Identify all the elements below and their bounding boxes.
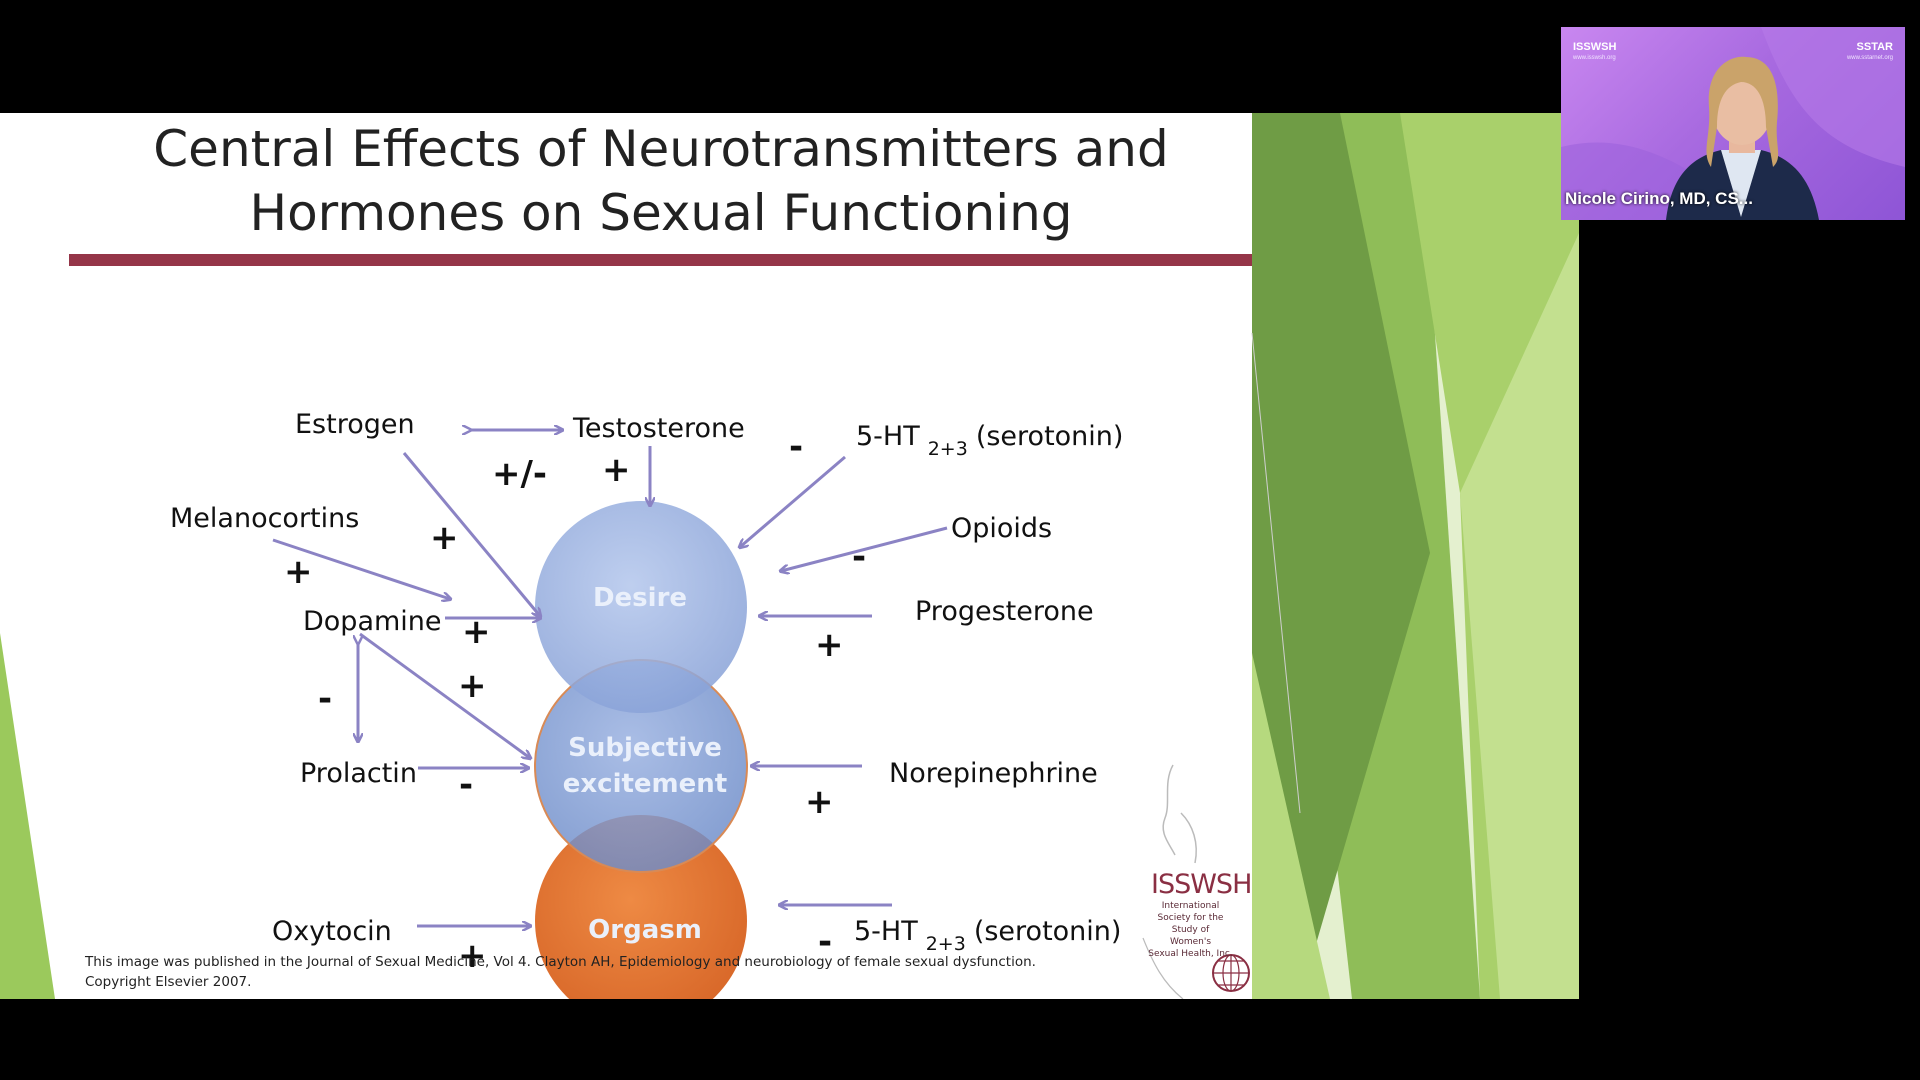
sign-prolactin: - bbox=[459, 765, 473, 805]
participant-name: Nicole Cirino, MD, CS... bbox=[1565, 189, 1753, 208]
presentation-slide: Central Effects of Neurotransmitters and… bbox=[0, 113, 1579, 999]
sign-dopamine-desire: + bbox=[462, 612, 491, 652]
arrow-opioids-desire bbox=[781, 526, 948, 571]
excitement-label-line2: excitement bbox=[563, 769, 727, 799]
sign-serotonin-bottom: - bbox=[818, 922, 832, 962]
green-decoration bbox=[0, 113, 1579, 999]
label-norepinephrine: Norepinephrine bbox=[889, 758, 1098, 789]
label-estrogen: Estrogen bbox=[295, 409, 415, 440]
label-dopamine: Dopamine bbox=[303, 606, 442, 637]
label-melanocortins: Melanocortins bbox=[170, 503, 359, 534]
label-progesterone: Progesterone bbox=[915, 596, 1094, 627]
participant-video bbox=[1561, 27, 1905, 220]
label-testosterone: Testosterone bbox=[572, 413, 745, 444]
logo-subtitle-line: Sexual Health, Inc. bbox=[1148, 949, 1233, 959]
title-line-1: Central Effects of Neurotransmitters and bbox=[153, 120, 1169, 178]
orgasm-label: Orgasm bbox=[588, 915, 702, 945]
participant-video-tile[interactable]: ISSWSH www.isswsh.org SSTAR www.sstarnet… bbox=[1561, 27, 1905, 220]
arrow-melanocortins-dopamine bbox=[272, 538, 450, 599]
sign-dopamine-prolactin: - bbox=[318, 679, 332, 719]
brand-right: SSTAR bbox=[1856, 41, 1893, 53]
logo-subtitle-line: International bbox=[1161, 901, 1220, 911]
sign-progesterone: + bbox=[815, 625, 844, 665]
sign-dopamine-excitement: + bbox=[458, 666, 487, 706]
sign-oxytocin: + bbox=[458, 936, 487, 976]
arrow-estrogen-desire bbox=[402, 452, 540, 616]
neurotransmitter-diagram: Desire Subjective excitement Orgasm Estr… bbox=[170, 409, 1123, 999]
logo-subtitle-line: Study of bbox=[1171, 925, 1210, 935]
sign-melanocortins: + bbox=[284, 552, 313, 592]
brand-right-url: www.sstarnet.org bbox=[1846, 55, 1893, 61]
label-opioids: Opioids bbox=[951, 513, 1052, 544]
sign-estrogen: + bbox=[430, 518, 459, 558]
citation-line-2: Copyright Elsevier 2007. bbox=[85, 974, 252, 990]
logo-name: ISSWSH bbox=[1151, 869, 1252, 900]
sign-norepinephrine: + bbox=[805, 782, 834, 822]
orgasm-node bbox=[535, 815, 747, 999]
logo-subtitle-line: Society for the bbox=[1157, 913, 1224, 923]
label-oxytocin: Oxytocin bbox=[272, 916, 392, 947]
desire-node bbox=[535, 501, 747, 713]
brand-left: ISSWSH bbox=[1573, 41, 1617, 53]
sign-serotonin-top: - bbox=[789, 427, 803, 467]
label-prolactin: Prolactin bbox=[300, 758, 417, 789]
citation-line-1: This image was published in the Journal … bbox=[85, 954, 1036, 970]
sign-opioids: - bbox=[852, 537, 866, 577]
title-divider bbox=[69, 254, 1252, 266]
logo-subtitle: International Society for the Study of W… bbox=[1123, 900, 1258, 960]
citation-footer: This image was published in the Journal … bbox=[85, 952, 1085, 992]
excitement-label-line1: Subjective bbox=[568, 733, 722, 763]
logo-subtitle-line: Women's bbox=[1169, 937, 1212, 947]
title-line-2: Hormones on Sexual Functioning bbox=[249, 184, 1073, 242]
arrow-serotonin-desire bbox=[740, 455, 846, 547]
sign-estrogen-testosterone: +/- bbox=[492, 454, 547, 494]
brand-left-url: www.isswsh.org bbox=[1573, 55, 1616, 61]
isswsh-logo: ISSWSH International Society for the Stu… bbox=[1123, 763, 1263, 999]
desire-label: Desire bbox=[593, 583, 687, 613]
sign-testosterone: + bbox=[602, 450, 631, 490]
arrow-dopamine-excitement bbox=[359, 632, 530, 758]
